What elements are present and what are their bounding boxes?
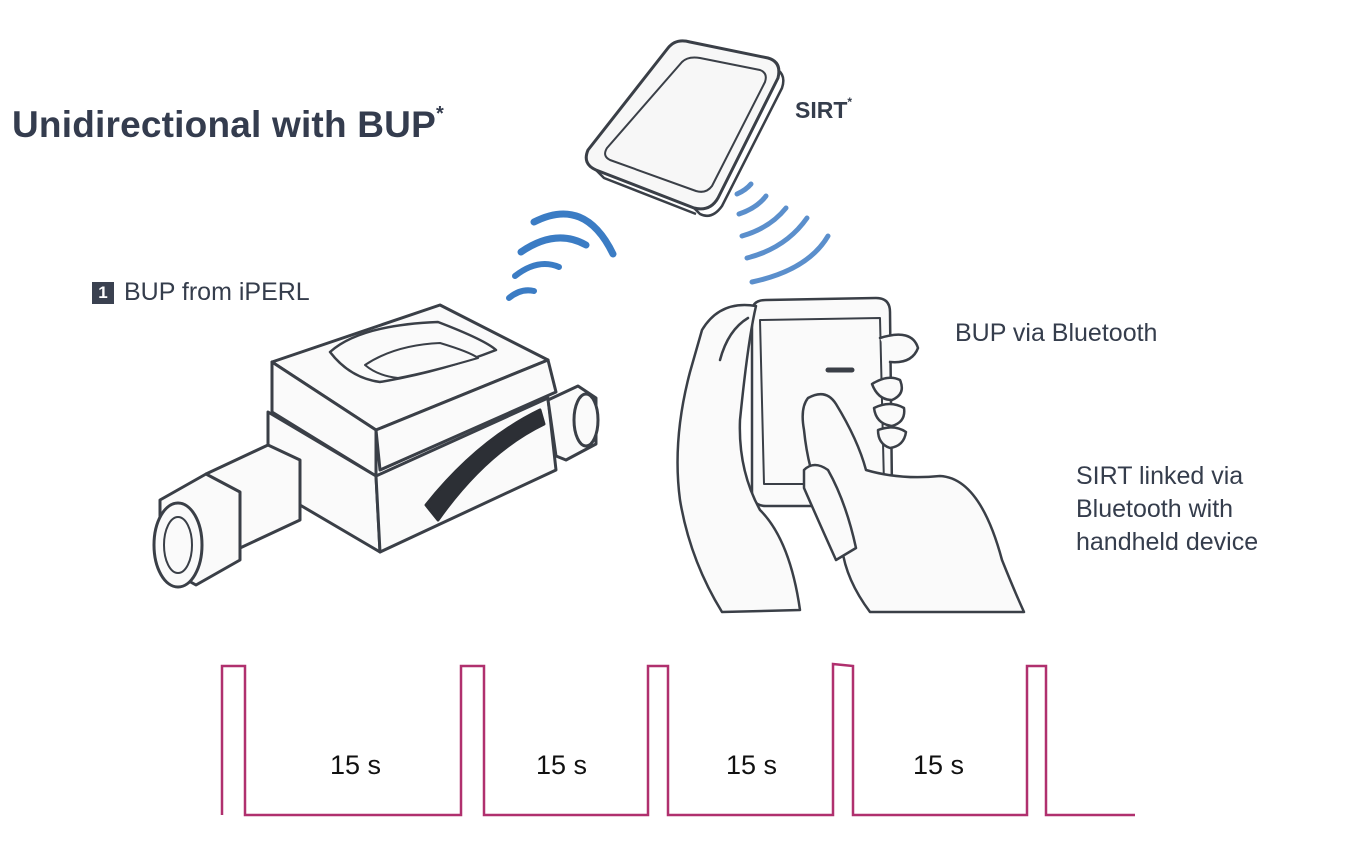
wireless-signal-icon — [734, 181, 831, 285]
interval-label: 15 s — [726, 750, 778, 780]
interval-label: 15 s — [536, 750, 588, 780]
handheld-device-icon — [676, 296, 1026, 614]
pulse-train — [220, 662, 1135, 817]
linked-line-3: handheld device — [1076, 528, 1259, 556]
sirt-asterisk: * — [847, 95, 853, 110]
wireless-signal-icon — [506, 210, 617, 301]
step-number-badge: 1 — [92, 281, 114, 304]
meter-icon — [152, 303, 600, 589]
sirt-label: SIRT* — [795, 95, 853, 124]
step-label-text: BUP from iPERL — [124, 278, 310, 306]
diagram-title: Unidirectional with BUP* — [12, 102, 444, 146]
sirt-linked-description: SIRT linked via Bluetooth with handheld … — [1076, 460, 1346, 559]
linked-line-2: Bluetooth with — [1076, 495, 1234, 523]
timing-waveform — [220, 662, 1135, 817]
title-asterisk: * — [435, 102, 444, 125]
sirt-label-text: SIRT — [795, 97, 848, 123]
interval-label: 15 s — [330, 750, 382, 780]
bluetooth-label: BUP via Bluetooth — [955, 319, 1158, 347]
interval-label: 15 s — [913, 750, 965, 780]
sirt-device-icon — [584, 39, 785, 217]
step-label: 1 BUP from iPERL — [92, 278, 310, 307]
title-text: Unidirectional with BUP — [12, 104, 436, 145]
linked-line-1: SIRT linked via — [1076, 462, 1244, 490]
